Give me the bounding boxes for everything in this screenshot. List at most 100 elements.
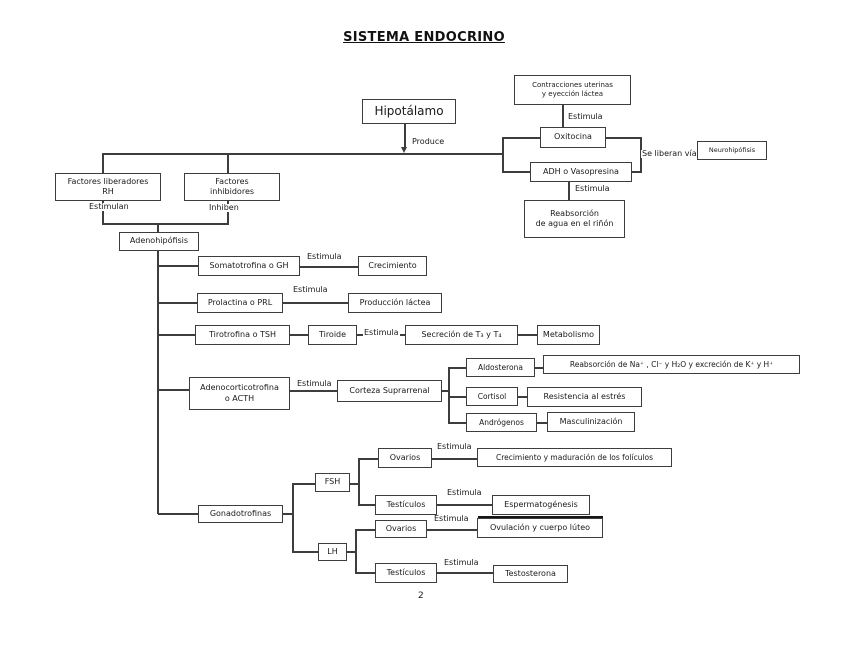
ovarios-fsh-node: Ovarios: [378, 448, 432, 468]
page-title: SISTEMA ENDOCRINO: [343, 30, 505, 45]
connector-line: [355, 572, 375, 574]
cortisol-node: Cortisol: [466, 387, 518, 406]
estimulan-label: Estimulan: [88, 202, 130, 211]
adenohipofisis-node: Adenohipófisis: [119, 232, 199, 251]
connector-line: [158, 389, 189, 391]
fsh-node: FSH: [315, 473, 350, 492]
connector-line: [502, 137, 540, 139]
connector-line: [437, 504, 492, 506]
connector-line: [448, 422, 466, 424]
testosterona-node: Testosterona: [493, 565, 568, 583]
connector-line: [355, 529, 375, 531]
connector-line: [535, 367, 543, 369]
espermatogenesis-node: Espermatogénesis: [492, 495, 590, 515]
connector-line: [358, 458, 360, 505]
estimula-label: Estimula: [363, 328, 400, 337]
connector-line: [448, 367, 450, 423]
connector-line: [640, 137, 642, 173]
connector-line: [404, 124, 406, 148]
page-number: 2: [418, 591, 424, 601]
connector-line: [502, 171, 530, 173]
estimula-label: Estimula: [293, 285, 328, 294]
connector-line: [448, 396, 466, 398]
connector-line: [300, 266, 358, 268]
tirotrofina-node: Tirotrofina o TSH: [195, 325, 290, 345]
connector-line: [562, 105, 564, 128]
connector-line: [102, 223, 229, 225]
connector-line: [518, 396, 527, 398]
connector-line: [448, 367, 466, 369]
connector-line: [442, 390, 449, 392]
produccion-lactea-node: Producción láctea: [348, 293, 442, 313]
connector-line: [292, 551, 318, 553]
se-liberan-via-label: Se liberan vía: [641, 149, 698, 158]
estimula-label: Estimula: [307, 252, 342, 261]
gonadotrofinas-node: Gonadotrofinas: [198, 505, 283, 523]
connector-line: [290, 334, 308, 336]
ovulacion-cuerpo-luteo-node: Ovulación y cuerpo lúteo: [477, 518, 603, 538]
connector-line: [355, 529, 357, 573]
connector-line: [157, 223, 159, 232]
tiroide-node: Tiroide: [308, 325, 357, 345]
connector-line: [102, 153, 503, 155]
prolactina-node: Prolactina o PRL: [197, 293, 283, 313]
connector-line: [606, 137, 641, 139]
connector-line: [227, 201, 229, 224]
estimula-label: Estimula: [575, 184, 610, 193]
corteza-suprarrenal-node: Corteza Suprarrenal: [337, 380, 442, 402]
hipotalamo-node: Hipotálamo: [362, 99, 456, 124]
connector-line: [227, 153, 229, 173]
connector-line: [283, 302, 348, 304]
factores-inhibidores-node: Factores inhibidores: [184, 173, 280, 201]
adh-node: ADH o Vasopresina: [530, 162, 632, 182]
estimula-label: Estimula: [443, 558, 480, 567]
connector-line: [502, 137, 504, 173]
connector-line: [102, 201, 104, 224]
produce-label: Produce: [412, 137, 445, 146]
down-arrow-icon: [401, 147, 407, 153]
connector-line: [632, 171, 641, 173]
secrecion-t3-t4-node: Secreción de T₃ y T₄: [405, 325, 518, 345]
connector-line: [158, 334, 195, 336]
connector-line: [347, 551, 356, 553]
metabolismo-node: Metabolismo: [537, 325, 600, 345]
connector-line: [290, 390, 337, 392]
masculinizacion-node: Masculinización: [547, 412, 635, 432]
connector-line: [358, 504, 375, 506]
reabsorcion-na-node: Reabsorción de Na⁺ , Cl⁻ y H₂O y excreci…: [543, 355, 800, 374]
testiculos-lh-node: Testículos: [375, 563, 437, 583]
crecimiento-node: Crecimiento: [358, 256, 427, 276]
somatotrofina-node: Somatotrofina o GH: [198, 256, 300, 276]
inhiben-label: Inhiben: [208, 203, 240, 212]
connector-line: [350, 483, 359, 485]
estimula-label: Estimula: [296, 379, 333, 388]
connector-line: [158, 265, 198, 267]
aldosterona-node: Aldosterona: [466, 358, 535, 377]
connector-line: [283, 513, 293, 515]
connector-line: [537, 422, 547, 424]
connector-line: [427, 529, 477, 531]
estimula-label: Estimula: [446, 488, 483, 497]
estimula-label: Estimula: [433, 514, 470, 523]
testiculos-fsh-node: Testículos: [375, 495, 437, 515]
connector-line: [568, 182, 570, 200]
resistencia-estres-node: Resistencia al estrés: [527, 387, 642, 407]
estimula-label: Estimula: [568, 112, 603, 121]
crecimiento-foliculos-node: Crecimiento y maduración de los folículo…: [477, 448, 672, 467]
acth-node: Adenocorticotrofina o ACTH: [189, 377, 290, 410]
connector-line: [358, 458, 378, 460]
connector-line: [437, 572, 493, 574]
factores-liberadores-node: Factores liberadores RH: [55, 173, 161, 201]
ovarios-lh-node: Ovarios: [375, 520, 427, 538]
oxitocina-node: Oxitocina: [540, 127, 606, 148]
connector-line: [292, 483, 315, 485]
connector-line: [432, 458, 477, 460]
connector-line: [157, 251, 159, 514]
connector-line: [518, 334, 537, 336]
underline-rule: [478, 516, 603, 518]
lh-node: LH: [318, 543, 347, 561]
connector-line: [158, 513, 198, 515]
connector-line: [158, 302, 197, 304]
neurohipofisis-node: Neurohipófisis: [697, 141, 767, 160]
